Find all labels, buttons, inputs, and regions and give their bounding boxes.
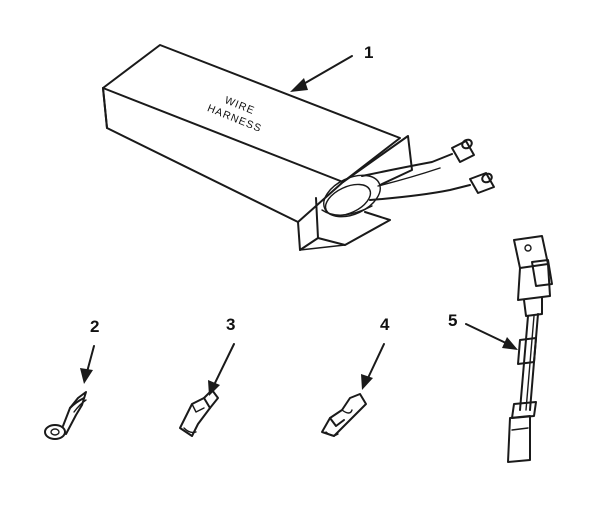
callout-5: 5 bbox=[448, 311, 457, 330]
wire-terminal-icon bbox=[469, 172, 495, 194]
callout-1: 1 bbox=[364, 43, 373, 62]
callout-arrow-1 bbox=[290, 55, 353, 92]
spade-terminal-icon-b bbox=[321, 393, 367, 437]
wire-terminal-icon bbox=[451, 138, 475, 163]
wire-harness-box: WIRE HARNESS bbox=[102, 44, 495, 251]
callout-arrow-5 bbox=[465, 323, 518, 350]
callout-arrow-3 bbox=[208, 343, 235, 396]
connector-lead-icon bbox=[507, 235, 553, 463]
spade-terminal-icon-a bbox=[179, 389, 219, 437]
ring-terminal-icon bbox=[44, 391, 87, 440]
callout-2: 2 bbox=[90, 317, 99, 336]
callout-3: 3 bbox=[226, 315, 235, 334]
callout-arrow-2 bbox=[80, 345, 95, 384]
callout-arrow-4 bbox=[361, 343, 385, 390]
callout-4: 4 bbox=[380, 315, 390, 334]
